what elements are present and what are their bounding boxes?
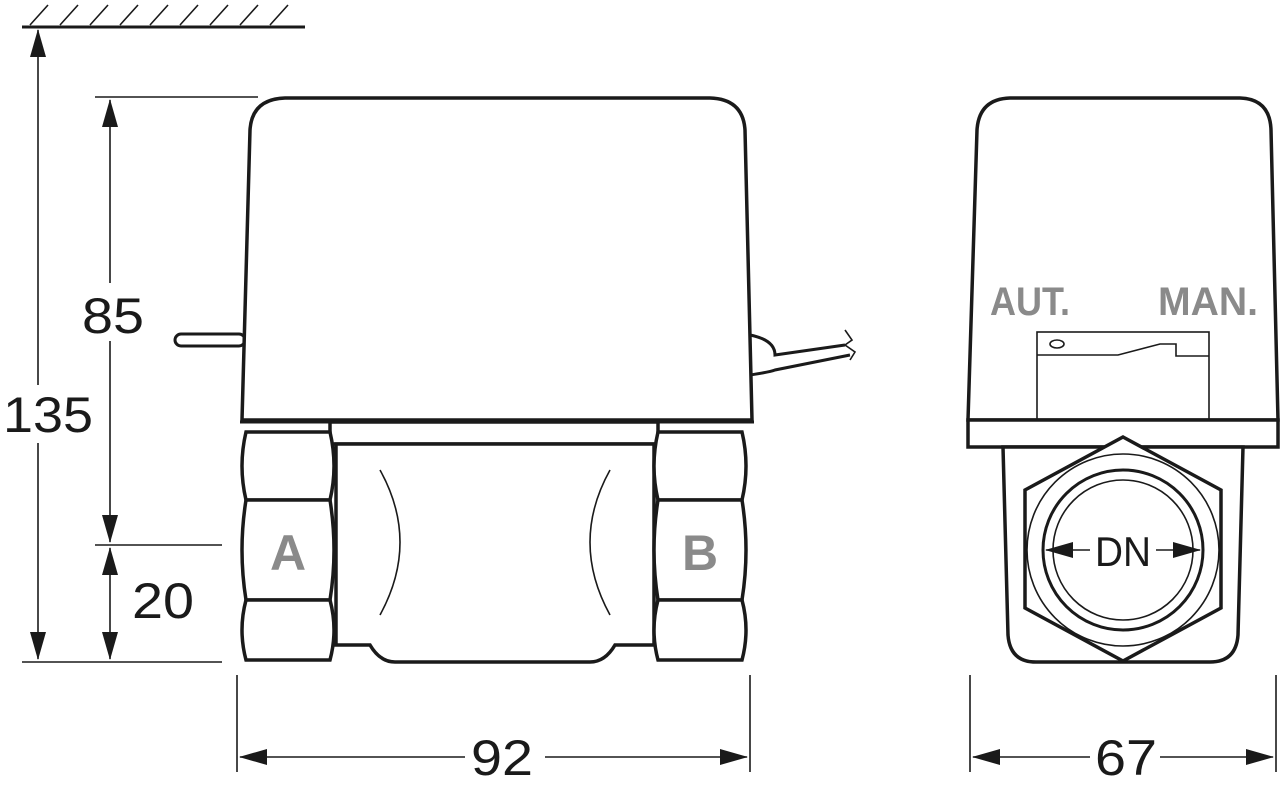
dimension-label-135: 135 (3, 387, 93, 443)
nominal-diameter-label: DN (1095, 528, 1151, 575)
hex-nut: DN (1023, 435, 1223, 663)
dimension-85: 85 (80, 99, 146, 543)
extension-lines (22, 96, 1277, 772)
auto-mode-label: AUT. (990, 280, 1070, 324)
manual-mode-label: MAN. (1158, 280, 1258, 324)
manual-pin (173, 332, 247, 348)
actuator-housing (240, 96, 754, 422)
dimension-92: 92 (239, 720, 748, 786)
dimension-67: 67 (972, 720, 1274, 786)
valve-front-view: A B (173, 96, 857, 664)
cable (749, 333, 851, 377)
dimension-label-67: 67 (1095, 730, 1157, 786)
actuator-side-housing (966, 96, 1280, 422)
port-b-fitting: B (652, 430, 748, 662)
valve-body (334, 442, 656, 664)
dimension-135: 135 (0, 29, 96, 660)
dimension-label-85: 85 (82, 288, 144, 344)
dimension-20: 20 (102, 547, 194, 660)
dimension-label-20: 20 (132, 573, 194, 629)
valve-side-view: AUT. MAN. DN (966, 96, 1280, 664)
dimension-label-92: 92 (471, 730, 533, 786)
ceiling-reference (22, 4, 305, 29)
port-b-label: B (682, 525, 718, 581)
port-a-fitting: A (240, 430, 336, 662)
port-a-label: A (270, 525, 306, 581)
